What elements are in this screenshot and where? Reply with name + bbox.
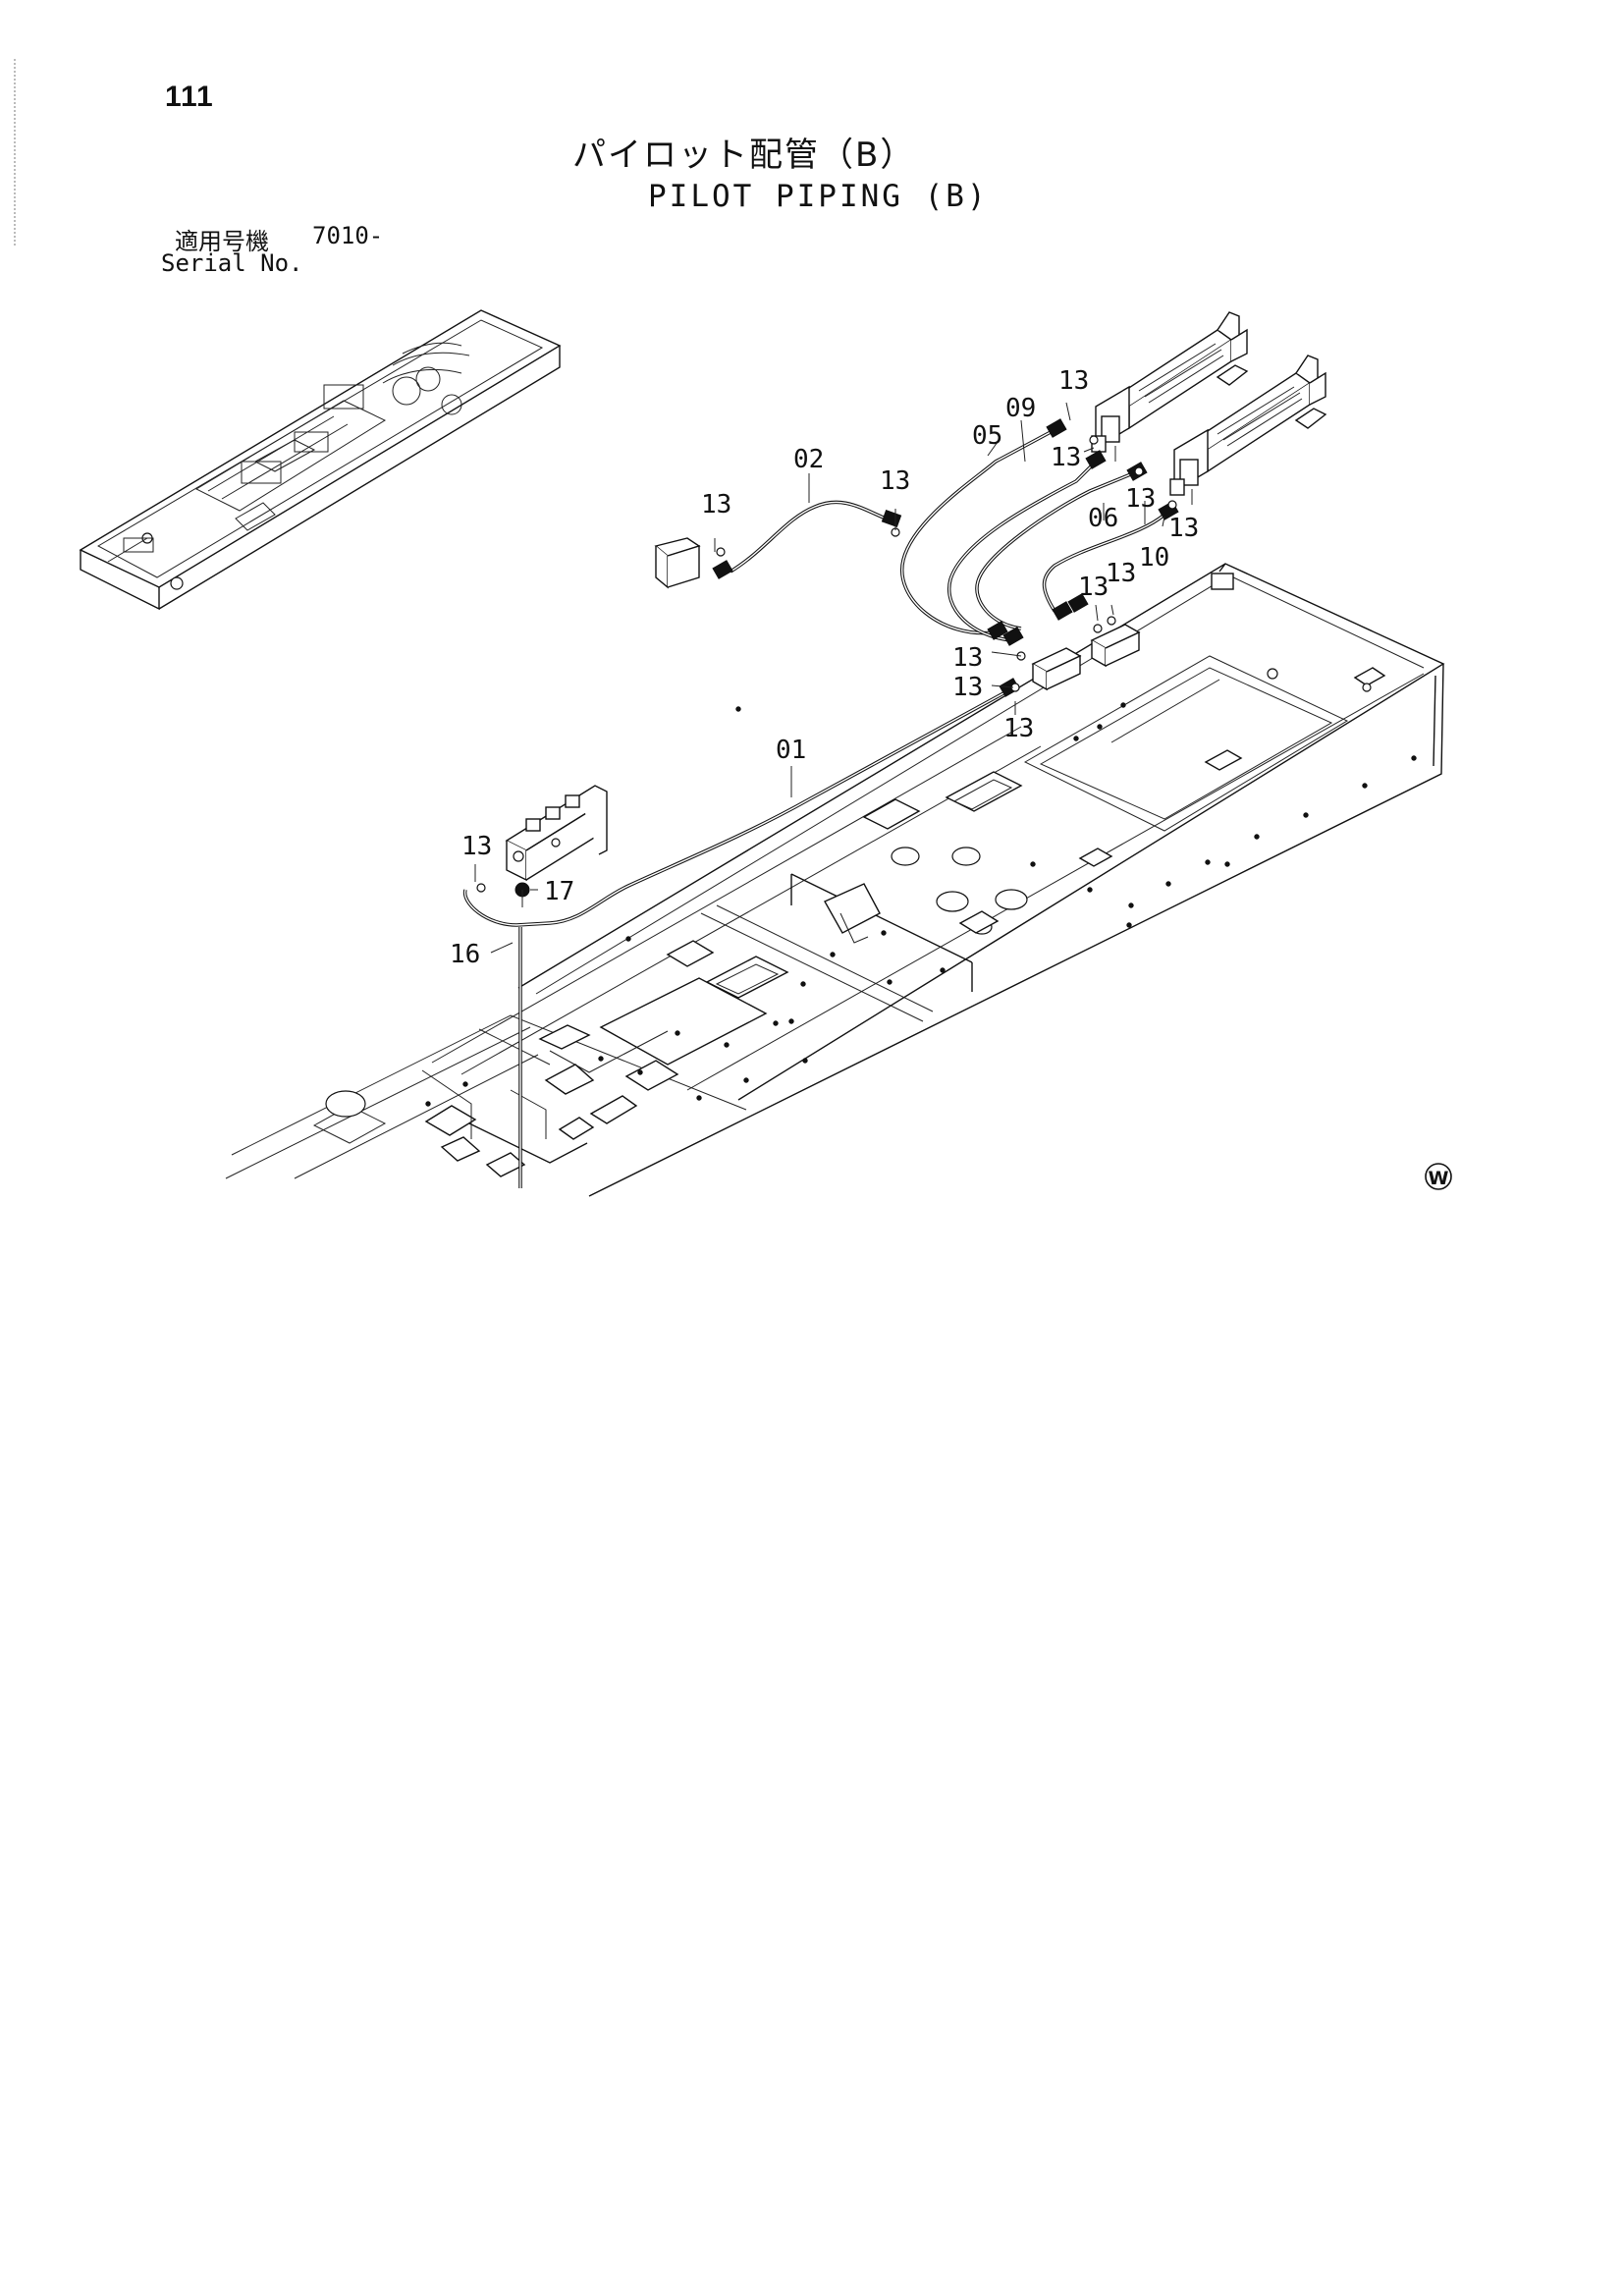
hose-02-connector-block [654,537,701,589]
upper-frame [225,563,1445,1197]
callout-13: 13 [461,832,492,861]
front-valve-block [505,785,608,907]
overview-thumbnail [79,309,562,611]
callout-13: 13 [952,643,983,673]
callout-05: 05 [972,421,1002,451]
hoses [462,430,1166,1188]
callout-01: 01 [776,736,806,765]
page-number: 111 [165,81,214,113]
callout-13: 13 [1003,714,1034,743]
callout-13: 13 [1106,559,1136,588]
callout-02: 02 [793,445,824,474]
callout-13: 13 [1058,366,1089,396]
callout-06: 06 [1088,504,1118,533]
callout-13: 13 [701,490,731,519]
serial-number-value: 7010- [312,222,384,249]
callout-13: 13 [1078,573,1109,602]
joint-blocks [1031,624,1141,691]
callout-13: 13 [952,673,983,702]
callout-13: 13 [1168,514,1199,543]
hose-fittings [476,418,1179,893]
callout-labels: 02 13 13 05 09 13 13 06 13 13 10 13 13 1… [450,366,1199,969]
callout-10: 10 [1139,543,1169,573]
binder-hole-marks [14,59,18,246]
callout-16: 16 [450,940,480,969]
callout-09: 09 [1005,394,1036,423]
w-circle-mark: W [1425,1163,1452,1190]
pilot-valve-lower [1169,355,1327,505]
callout-17: 17 [544,877,574,906]
w-mark-letter: W [1429,1168,1449,1189]
serial-label-english: Serial No. [161,249,303,277]
frame-bolt-holes [425,702,1417,1107]
page-title-japanese: パイロット配管（B） [572,136,916,175]
callout-13: 13 [1051,443,1081,472]
leader-lines [474,402,1165,954]
serial-label-japanese: 適用号機 [175,228,269,255]
callout-13: 13 [880,466,910,496]
callout-13: 13 [1125,484,1156,514]
page-title-english: PILOT PIPING (B) [648,179,989,214]
